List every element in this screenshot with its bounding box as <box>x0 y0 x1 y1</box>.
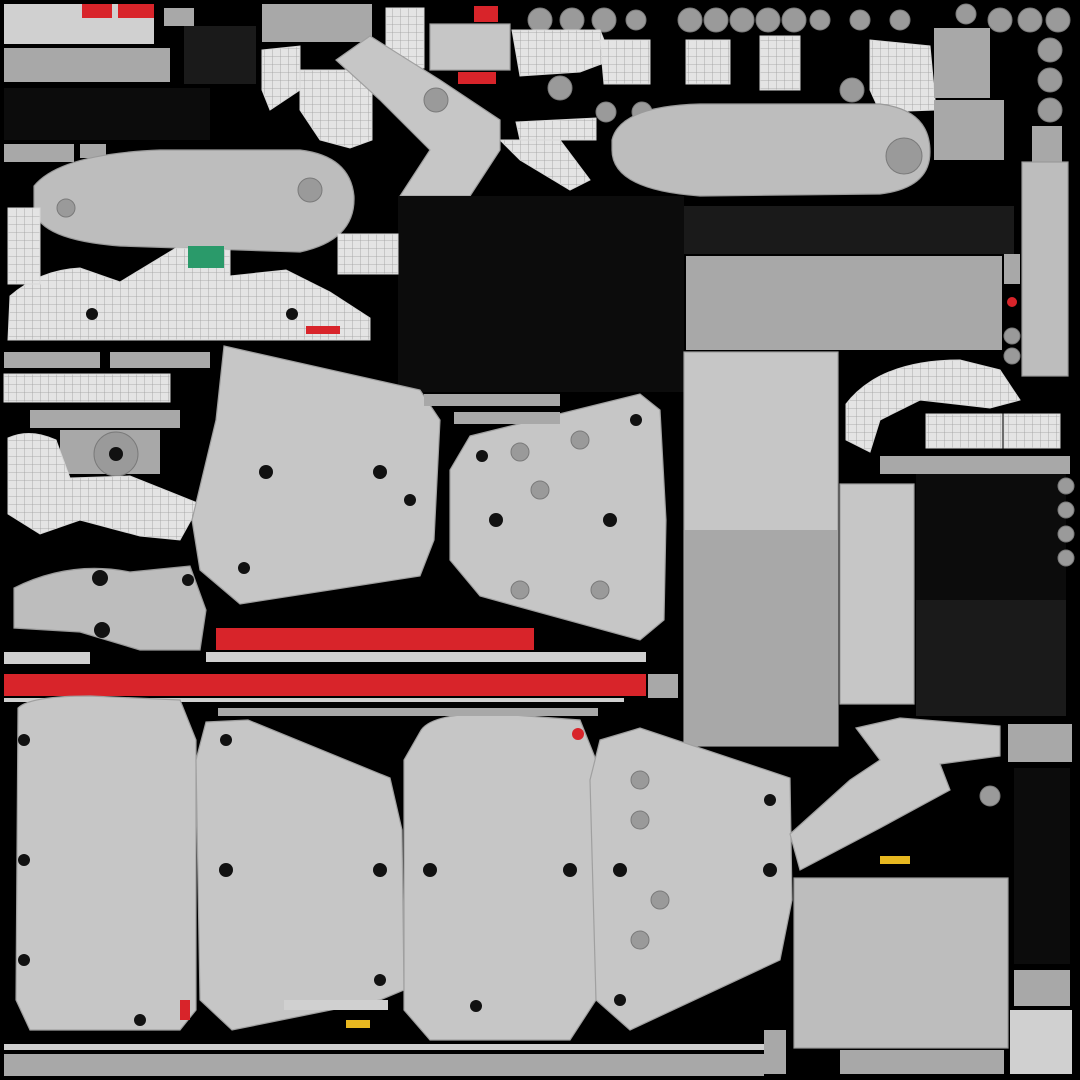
gray-panel-wide <box>686 256 1002 350</box>
top-wireframe-parts <box>261 29 937 191</box>
left-wireframe-assembly <box>7 207 399 341</box>
right-panel-column <box>839 161 1075 716</box>
red-trim-bars <box>4 628 678 702</box>
plate-bottom-right <box>589 727 793 1031</box>
bottom-misc-strips <box>4 394 1004 1076</box>
left-gray-bracket <box>13 565 207 651</box>
plate-bottom-center <box>403 713 597 1041</box>
top-left-strips <box>4 4 256 162</box>
top-gray-bracket <box>335 28 1062 197</box>
plate-bottom-left <box>195 719 405 1031</box>
plate-mid-center <box>449 393 667 641</box>
right-oval-panel <box>611 103 931 197</box>
plate-bottom-far-left <box>15 695 197 1031</box>
left-wireframe-claw <box>7 433 201 541</box>
top-small-parts <box>164 4 511 84</box>
left-strip-stack <box>3 352 210 477</box>
bottom-right-bracket <box>789 717 1072 1074</box>
center-dark-panel <box>398 196 684 392</box>
hex-chip-row <box>527 3 1071 123</box>
left-oval-panel <box>33 149 355 253</box>
